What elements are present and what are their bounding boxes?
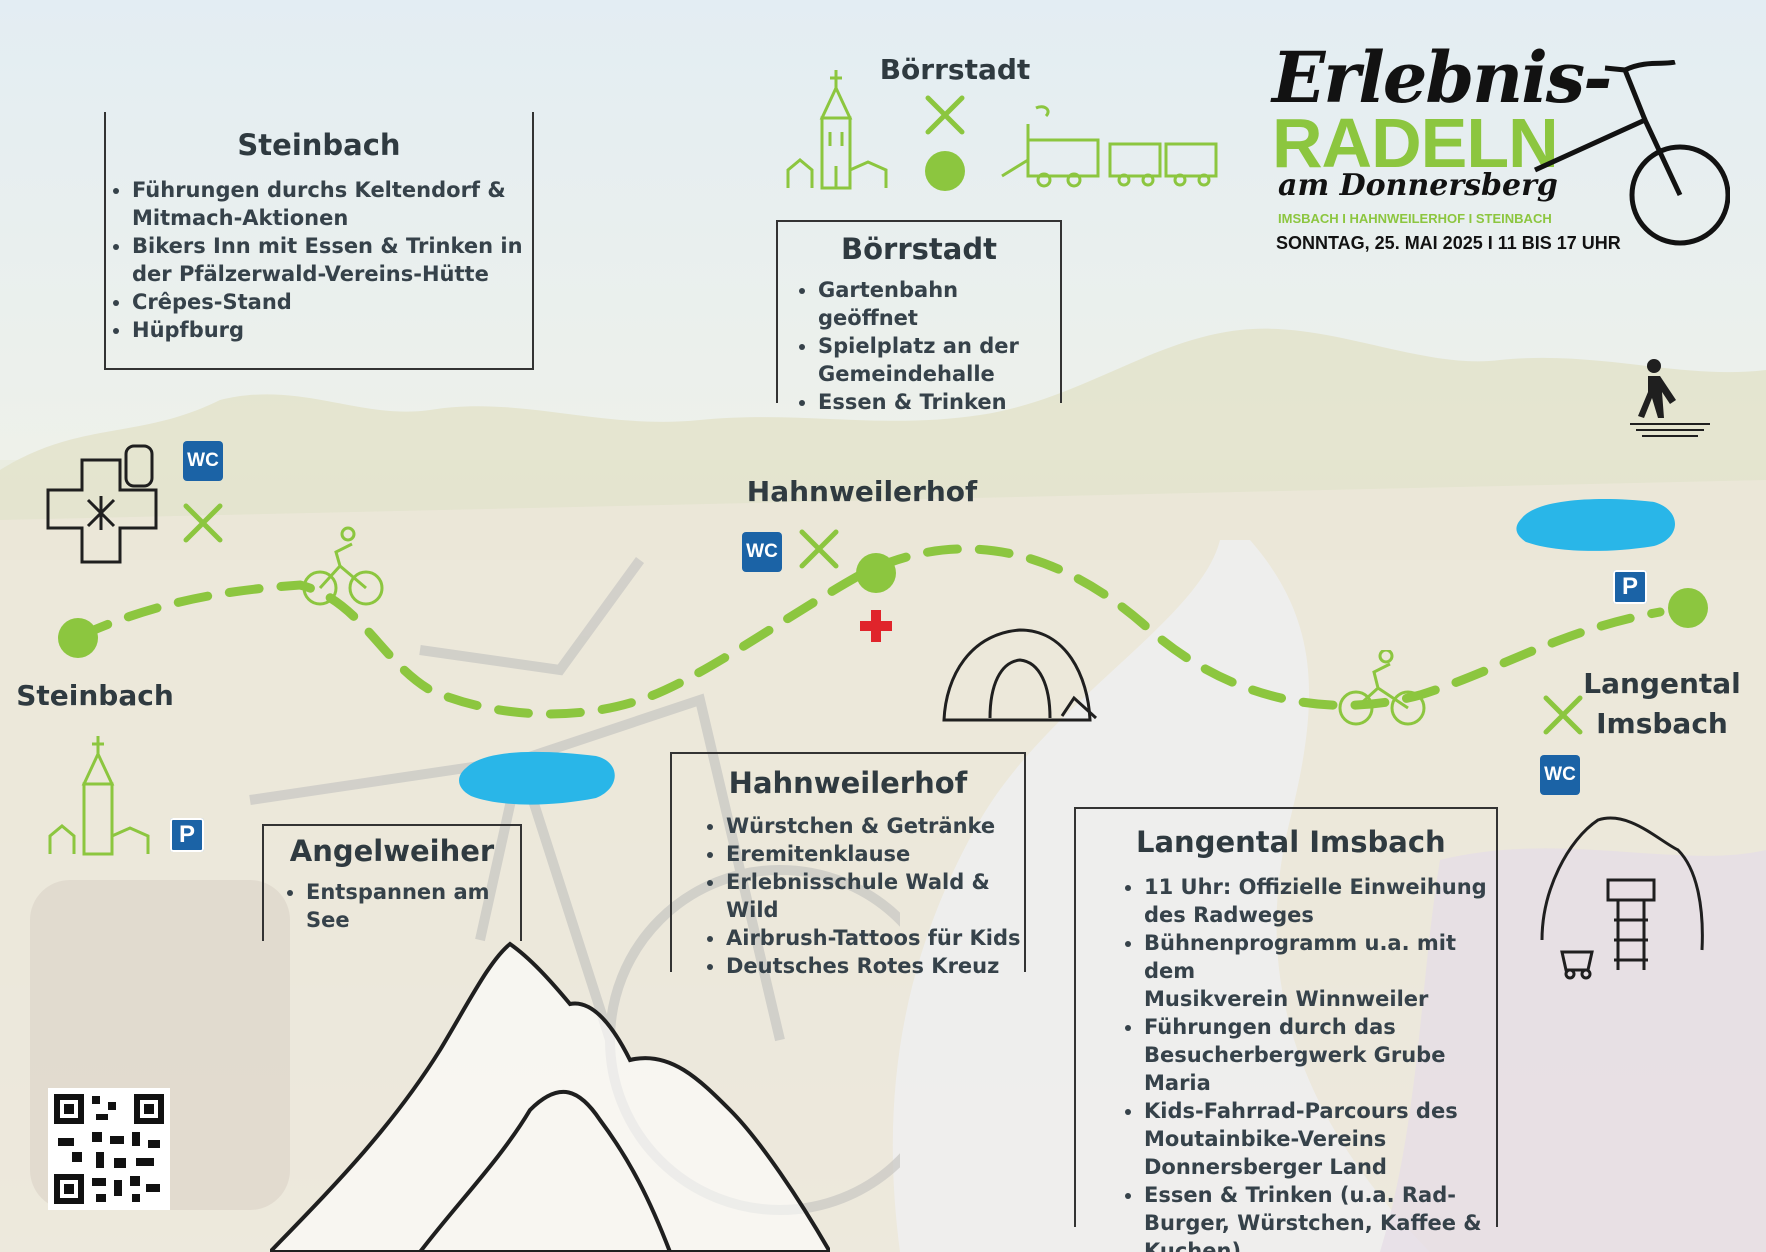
list-item: Führungen durchs Keltendorf &	[132, 176, 532, 204]
list-item: Crêpes-Stand	[132, 288, 532, 316]
first-aid-cross-icon	[860, 610, 892, 642]
celtic-cross-icon	[46, 444, 158, 564]
list-item: Kuchen)	[1144, 1239, 1242, 1252]
list-item: Donnersberger Land	[1144, 1155, 1387, 1179]
angelweiher-activity-list: Entspannen am See	[264, 878, 520, 934]
borrstadt-info-box: Börrstadt Gartenbahn geöffnet Spielplatz…	[776, 220, 1062, 414]
langental-label: Langental Imsbach	[1582, 664, 1742, 744]
train-icon	[1001, 105, 1218, 188]
route-dot-steinbach	[58, 618, 98, 658]
list-item: Mitmach-Aktionen	[132, 206, 349, 230]
list-item: Burger, Würstchen, Kaffee &	[1144, 1211, 1482, 1235]
route-dot-langental	[1668, 588, 1708, 628]
lake-icon	[459, 751, 615, 805]
list-item: Führungen durch das	[1144, 1013, 1496, 1041]
list-item: der Pfälzerwald-Vereins-Hütte	[132, 262, 489, 286]
cave-icon	[942, 628, 1098, 722]
angelweiher-info-box: Angelweiher Entspannen am See	[262, 824, 522, 941]
toilet-sign: WC	[742, 532, 782, 572]
list-item: Besucherbergwerk Grube Maria	[1144, 1043, 1446, 1095]
parking-sign: P	[170, 818, 204, 852]
langental-label-line1: Langental	[1583, 667, 1741, 700]
hahnweilerhof-activity-list: Würstchen & Getränke Eremitenklause Erle…	[672, 812, 1024, 980]
lake-icon	[1516, 499, 1675, 551]
qr-code-icon	[48, 1088, 170, 1210]
logo-title-line1: Erlebnis-	[1272, 36, 1612, 119]
cutlery-icon	[799, 529, 839, 569]
list-item: Entspannen am See	[306, 878, 520, 934]
logo-title-line3: am Donnersberg	[1278, 168, 1558, 203]
route-path	[75, 544, 1665, 719]
langental-activity-list: 11 Uhr: Offizielle Einweihung des Radweg…	[1076, 873, 1496, 1252]
cyclist-icon	[302, 526, 384, 606]
list-item: Musikverein Winnweiler	[1144, 987, 1429, 1011]
route-dot-hahnweilerhof	[856, 553, 896, 593]
steinbach-box-title: Steinbach	[237, 128, 401, 162]
walker-icon	[1630, 359, 1710, 437]
steinbach-label: Steinbach	[16, 679, 174, 712]
list-item: Gartenbahn geöffnet	[818, 276, 1060, 332]
langental-box-title: Langental Imsbach	[1136, 825, 1446, 859]
cyclist-icon	[1338, 650, 1426, 726]
hahnweilerhof-box-title: Hahnweilerhof	[728, 766, 968, 800]
event-date: SONNTAG, 25. MAI 2025 I 11 BIS 17 UHR	[1276, 233, 1621, 253]
steinbach-activity-list: Führungen durchs Keltendorf & Mitmach-Ak…	[106, 176, 532, 344]
list-item: Hüpfburg	[132, 316, 532, 344]
list-item: Bühnenprogramm u.a. mit dem	[1144, 929, 1496, 985]
borrstadt-box-title: Börrstadt	[841, 232, 997, 266]
toilet-sign: WC	[183, 441, 223, 481]
list-item: Bikers Inn mit Essen & Trinken in	[132, 232, 532, 260]
borrstadt-activity-list: Gartenbahn geöffnet Spielplatz an der Ge…	[778, 276, 1060, 416]
parking-sign: P	[1613, 570, 1647, 604]
bicycle-icon	[1533, 60, 1730, 246]
langental-label-line2: Imsbach	[1596, 707, 1728, 740]
list-item: Deutsches Rotes Kreuz	[726, 952, 1024, 980]
cutlery-icon	[925, 95, 965, 135]
borrstadt-label: Börrstadt	[879, 53, 1031, 86]
church-icon	[48, 736, 150, 856]
logo-places: IMSBACH I HAHNWEILERHOF I STEINBACH	[1278, 211, 1552, 226]
steinbach-info-box: Steinbach Führungen durchs Keltendorf & …	[104, 112, 534, 370]
list-item: Spielplatz an der	[818, 332, 1060, 360]
langental-info-box: Langental Imsbach 11 Uhr: Offizielle Ein…	[1074, 807, 1498, 1252]
cutlery-icon	[1543, 695, 1583, 735]
list-item: Erlebnisschule Wald & Wild	[726, 868, 1024, 924]
list-item: Eremitenklause	[726, 840, 1024, 868]
list-item: des Radweges	[1144, 903, 1314, 927]
list-item: Würstchen & Getränke	[726, 812, 1024, 840]
mine-icon	[1540, 816, 1704, 980]
cutlery-icon	[183, 503, 223, 543]
list-item: Essen & Trinken (u.a. Rad-	[1144, 1181, 1496, 1209]
church-icon	[786, 70, 888, 190]
list-item: Airbrush-Tattoos für Kids	[726, 924, 1024, 952]
list-item: Gemeindehalle	[818, 362, 995, 386]
list-item: Moutainbike-Vereins	[1144, 1127, 1387, 1151]
list-item: 11 Uhr: Offizielle Einweihung	[1144, 873, 1496, 901]
hahnweilerhof-label: Hahnweilerhof	[746, 475, 978, 508]
angelweiher-box-title: Angelweiher	[289, 834, 495, 868]
list-item: Kids-Fahrrad-Parcours des	[1144, 1097, 1496, 1125]
mountain-icon	[270, 941, 830, 1252]
hahnweilerhof-info-box: Hahnweilerhof Würstchen & Getränke Eremi…	[670, 752, 1026, 978]
route-dot	[925, 151, 965, 191]
list-item: Essen & Trinken	[818, 388, 1060, 416]
toilet-sign: WC	[1540, 755, 1580, 795]
logo-title-line2: RADELN	[1272, 104, 1559, 182]
